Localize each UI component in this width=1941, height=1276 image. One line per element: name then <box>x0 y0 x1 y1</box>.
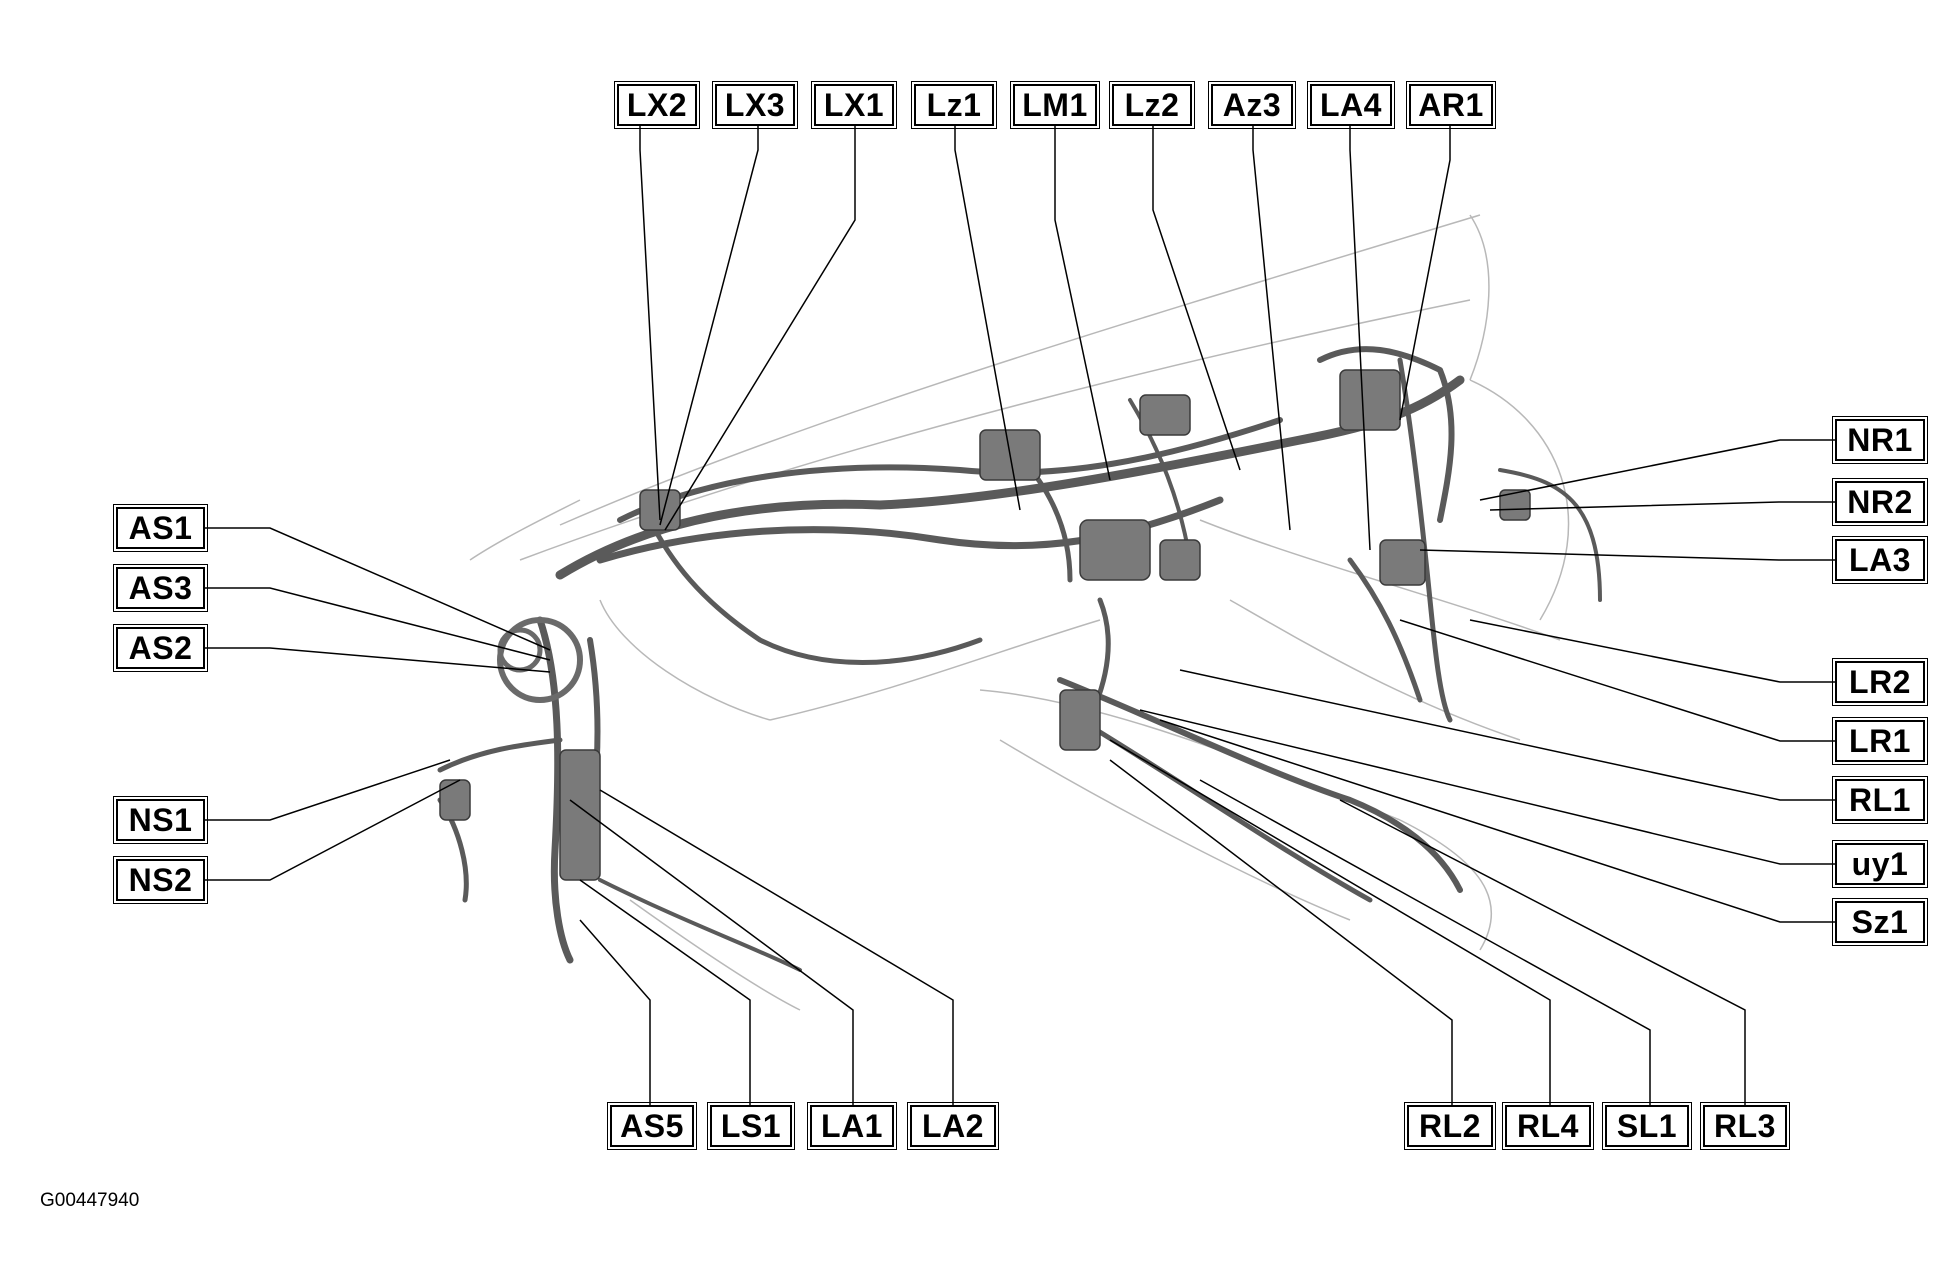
label-la1: LA1 <box>807 1102 897 1150</box>
figure-id: G00447940 <box>40 1190 140 1211</box>
label-rl2: RL2 <box>1404 1102 1496 1150</box>
label-sz1: Sz1 <box>1832 898 1928 946</box>
label-lx2: LX2 <box>614 81 700 129</box>
label-az3: Az3 <box>1208 81 1296 129</box>
label-lr1: LR1 <box>1832 717 1928 765</box>
connectors <box>439 369 1531 881</box>
label-la2: LA2 <box>907 1102 999 1150</box>
label-lx3: LX3 <box>712 81 798 129</box>
label-lx1: LX1 <box>811 81 897 129</box>
label-la4: LA4 <box>1307 81 1395 129</box>
label-ns2: NS2 <box>113 856 208 904</box>
label-lz1: Lz1 <box>911 81 997 129</box>
label-ar1: AR1 <box>1406 81 1496 129</box>
label-nr2: NR2 <box>1832 478 1928 526</box>
label-la3: LA3 <box>1832 536 1928 584</box>
label-ns1: NS1 <box>113 796 208 844</box>
label-rl4: RL4 <box>1502 1102 1594 1150</box>
label-as2: AS2 <box>113 624 208 672</box>
label-ls1: LS1 <box>707 1102 795 1150</box>
vehicle-body-outline <box>469 214 1570 1011</box>
label-as1: AS1 <box>113 504 208 552</box>
label-lz2: Lz2 <box>1109 81 1195 129</box>
label-as3: AS3 <box>113 564 208 612</box>
label-lm1: LM1 <box>1010 81 1100 129</box>
label-as5: AS5 <box>607 1102 697 1150</box>
label-sl1: SL1 <box>1602 1102 1692 1150</box>
label-nr1: NR1 <box>1832 416 1928 464</box>
label-rl3: RL3 <box>1700 1102 1790 1150</box>
label-rl1: RL1 <box>1832 776 1928 824</box>
leader-lines <box>205 126 1835 1105</box>
label-uy1: uy1 <box>1832 840 1928 888</box>
label-lr2: LR2 <box>1832 658 1928 706</box>
